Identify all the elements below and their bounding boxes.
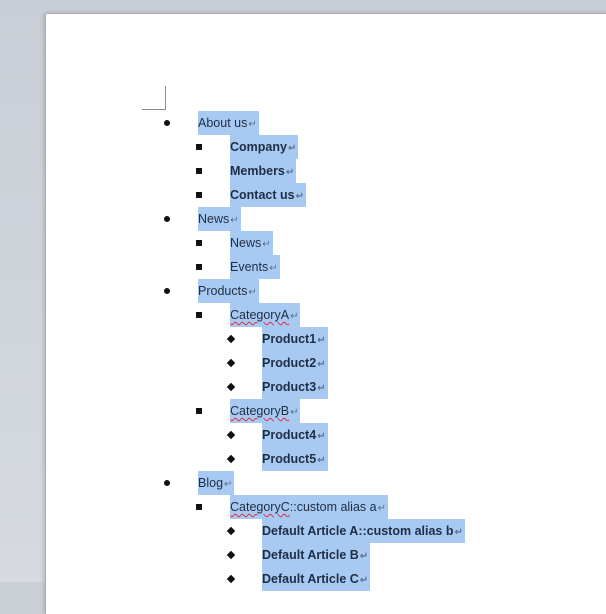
square-bullet-icon	[194, 183, 204, 207]
paragraph-mark-icon: ↵	[230, 215, 239, 226]
paragraph-mark-icon: ↵	[295, 191, 304, 202]
paragraph-mark-icon: ↵	[377, 503, 386, 514]
list-item-text[interactable]: CategoryA↵	[230, 303, 301, 327]
list-item-label: Products	[198, 284, 248, 298]
square-bullet-icon	[194, 135, 204, 159]
square-bullet-icon	[194, 495, 204, 519]
list-item-label: Events	[230, 260, 269, 274]
disc-bullet-icon	[162, 207, 172, 231]
diamond-bullet-icon	[226, 327, 236, 351]
list-item-text[interactable]: Blog↵	[198, 471, 235, 495]
paragraph-mark-icon: ↵	[248, 287, 257, 298]
list-item-label: CategoryB	[230, 404, 290, 418]
square-bullet-icon	[194, 303, 204, 327]
margin-corner-mark	[142, 86, 166, 110]
list-item-text[interactable]: CategoryB↵	[230, 399, 301, 423]
paragraph-mark-icon: ↵	[359, 575, 369, 586]
paragraph-mark-icon: ↵	[269, 263, 278, 274]
square-bullet-icon	[194, 255, 204, 279]
list-item-text[interactable]: News↵	[198, 207, 241, 231]
list-item-text[interactable]: Product1↵	[262, 327, 328, 351]
list-item-label: Product1	[262, 332, 317, 346]
list-item-text[interactable]: Product5↵	[262, 447, 328, 471]
list-item-label: Product2	[262, 356, 317, 370]
list-item-label: Product4	[262, 428, 317, 442]
list-item-text[interactable]: Default Article C↵	[262, 567, 371, 591]
paragraph-mark-icon: ↵	[287, 143, 297, 154]
square-bullet-icon	[194, 231, 204, 255]
list-item-label: CategoryC::custom alias a	[230, 500, 377, 514]
paragraph-mark-icon: ↵	[285, 167, 295, 178]
square-bullet-icon	[194, 159, 204, 183]
list-item-text[interactable]: Events↵	[230, 255, 280, 279]
list-item-text[interactable]: News↵	[230, 231, 273, 255]
list-item-label: Default Article A::custom alias b	[262, 524, 454, 538]
disc-bullet-icon	[162, 111, 172, 135]
paragraph-mark-icon: ↵	[290, 311, 299, 322]
list-item-text[interactable]: Members↵	[230, 159, 297, 183]
paragraph-mark-icon: ↵	[317, 335, 326, 346]
list-item-text[interactable]: About us↵	[198, 111, 259, 135]
disc-bullet-icon	[162, 471, 172, 495]
list-item-text[interactable]: Default Article B↵	[262, 543, 371, 567]
disc-bullet-icon	[162, 279, 172, 303]
list-item-label: Blog	[198, 476, 224, 490]
diamond-bullet-icon	[226, 423, 236, 447]
list-item-label: Default Article C	[262, 572, 359, 586]
diamond-bullet-icon	[226, 567, 236, 591]
paragraph-mark-icon: ↵	[454, 527, 463, 538]
list-item-label: Members	[230, 164, 285, 178]
document-page[interactable]: About us↵Company↵Members↵Contact us↵News…	[46, 14, 606, 614]
list-item-text[interactable]: Product3↵	[262, 375, 328, 399]
list-item-text[interactable]: Default Article A::custom alias b↵	[262, 519, 465, 543]
list-item-text[interactable]: Contact us↵	[230, 183, 306, 207]
list-item-label: Contact us	[230, 188, 295, 202]
diamond-bullet-icon	[226, 519, 236, 543]
paragraph-mark-icon: ↵	[290, 407, 299, 418]
diamond-bullet-icon	[226, 351, 236, 375]
diamond-bullet-icon	[226, 375, 236, 399]
list-item-text[interactable]: Products↵	[198, 279, 259, 303]
list-item-text[interactable]: Company↵	[230, 135, 299, 159]
list-item-label: Product3	[262, 380, 317, 394]
list-item-text[interactable]: Product4↵	[262, 423, 328, 447]
diamond-bullet-icon	[226, 543, 236, 567]
list-item-text[interactable]: CategoryC::custom alias a↵	[230, 495, 388, 519]
paragraph-mark-icon: ↵	[262, 239, 271, 250]
paragraph-mark-icon: ↵	[317, 359, 326, 370]
diamond-bullet-icon	[226, 447, 236, 471]
list-item-label: News	[230, 236, 262, 250]
square-bullet-icon	[194, 399, 204, 423]
list-item-label: Company	[230, 140, 287, 154]
paragraph-mark-icon: ↵	[224, 479, 233, 490]
list-item-label: Default Article B	[262, 548, 359, 562]
paragraph-mark-icon: ↵	[317, 455, 326, 466]
list-item-label: Product5	[262, 452, 317, 466]
list-item-label: News	[198, 212, 230, 226]
list-item-label: CategoryA	[230, 308, 290, 322]
list-item-label: About us	[198, 116, 248, 130]
list-item-text[interactable]: Product2↵	[262, 351, 328, 375]
paragraph-mark-icon: ↵	[317, 431, 326, 442]
paragraph-mark-icon: ↵	[359, 551, 369, 562]
paragraph-mark-icon: ↵	[248, 119, 257, 130]
paragraph-mark-icon: ↵	[317, 383, 326, 394]
